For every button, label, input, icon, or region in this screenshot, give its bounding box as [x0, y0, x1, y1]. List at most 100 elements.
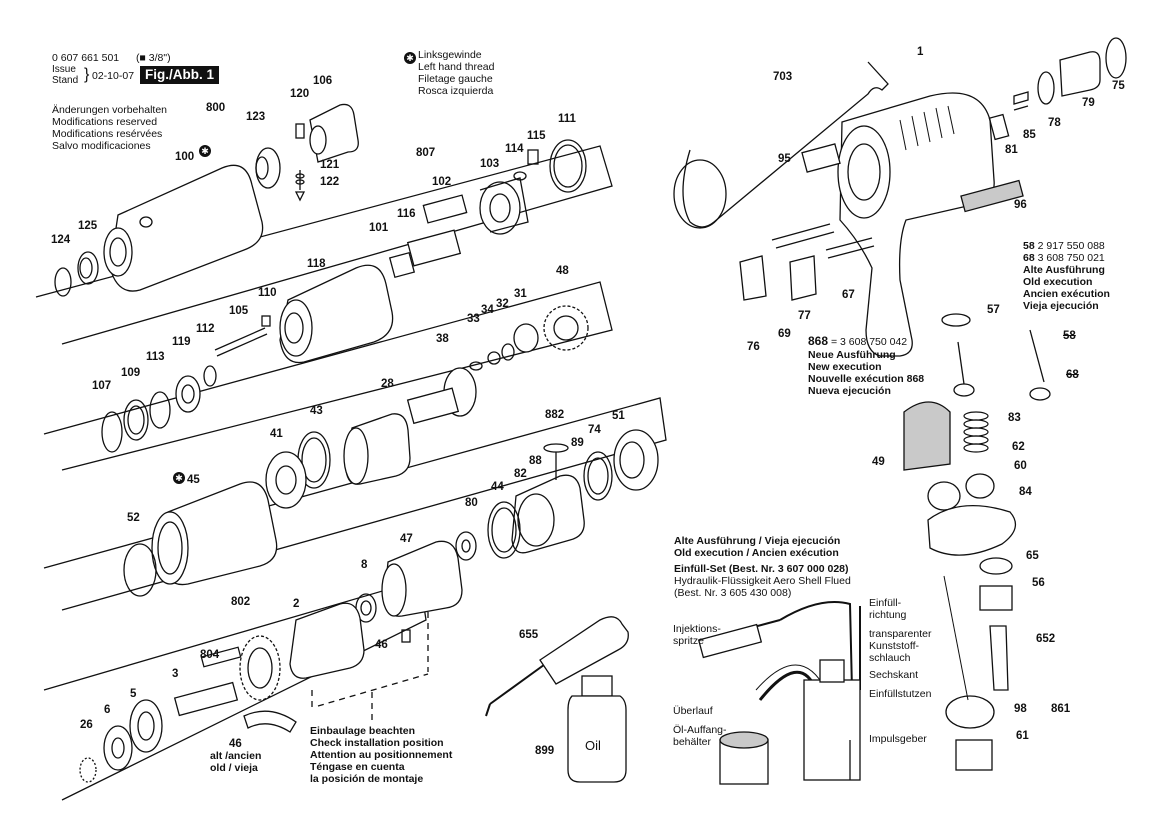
install-line-4: Téngase en cuenta: [310, 761, 405, 773]
part-label: 26: [80, 719, 93, 731]
label-fill-direction: Einfüll- richtung: [869, 597, 907, 621]
part-label: 83: [1008, 412, 1021, 424]
part-label: 118: [307, 258, 326, 270]
part-label-58-crossed: 58: [1063, 330, 1076, 342]
part-label: 101: [369, 222, 389, 234]
part-label: 120: [290, 88, 310, 100]
install-line-2: Check installation position: [310, 737, 444, 749]
fill-heading-1: Alte Ausführung / Vieja ejecución: [674, 535, 841, 547]
part-label: 44: [491, 481, 504, 493]
part-label: 804: [200, 649, 220, 661]
code-58: 2 917 550 088: [1037, 240, 1105, 252]
part-label: 33: [467, 313, 480, 325]
part-label: 2: [293, 598, 300, 610]
lht-line-1: Linksgewinde: [418, 49, 482, 61]
fill-set-line: Einfüll-Set (Best. Nr. 3 607 000 028): [674, 563, 849, 575]
lht-line-2: Left hand thread: [418, 61, 495, 73]
part-label: 89: [571, 437, 584, 449]
part-label: 28: [381, 378, 394, 390]
code-868: = 3 608 750 042: [830, 336, 908, 348]
fill-heading-2: Old execution / Ancien exécution: [674, 547, 839, 559]
part-label: 49: [872, 456, 885, 468]
part-label: 34: [481, 304, 494, 316]
part-label: 111: [558, 113, 576, 125]
old-title-1: Alte Ausführung: [1023, 264, 1105, 276]
part-label: 123: [246, 111, 266, 123]
part-label: 52: [127, 512, 140, 524]
fluid-line-1: Hydraulik-Flüssigkeit Aero Shell Flued: [674, 575, 851, 587]
part-label-46-old: 46: [229, 738, 242, 750]
label-58: 58: [1023, 240, 1035, 252]
part-label: 48: [556, 265, 569, 277]
part-label: 85: [1023, 129, 1036, 141]
new-title-1: Neue Ausführung: [808, 349, 896, 361]
part-label: 51: [612, 410, 625, 422]
part-label: 47: [400, 533, 413, 545]
part-label: 57: [987, 304, 1000, 316]
part-label: 56: [1032, 577, 1045, 589]
fluid-line-2: (Best. Nr. 3 605 430 008): [674, 587, 792, 599]
part-label: 38: [436, 333, 449, 345]
part-label: 41: [270, 428, 283, 440]
part-label: 125: [78, 220, 98, 232]
part-label: 96: [1014, 199, 1027, 211]
star-icon: ✱: [404, 51, 416, 64]
label-overflow: Überlauf: [673, 705, 713, 717]
oil-label: Oil: [585, 738, 601, 753]
part-label: 84: [1019, 486, 1032, 498]
part-label: 119: [172, 336, 191, 348]
mod-line-4: Salvo modificaciones: [52, 140, 151, 152]
old-title-2: Old execution: [1023, 276, 1093, 288]
part-label: 105: [229, 305, 249, 317]
part-label: 112: [196, 323, 215, 335]
drive-size: (■ 3/8"): [136, 52, 171, 64]
part-label: 69: [778, 328, 791, 340]
part-label: 62: [1012, 441, 1025, 453]
part-label: 80: [465, 497, 478, 509]
part-label: 81: [1005, 144, 1018, 156]
part-label: 75: [1112, 80, 1125, 92]
old-title-4: Vieja ejecución: [1023, 300, 1099, 312]
new-title-3: Nouvelle exécution 868: [808, 373, 925, 385]
part-label: 103: [480, 158, 500, 170]
part-label: 88: [529, 455, 542, 467]
mod-line-1: Änderungen vorbehalten: [52, 104, 168, 116]
lht-line-3: Filetage gauche: [418, 73, 493, 85]
part-label: 882: [545, 409, 565, 421]
old-title-3: Ancien exécution: [1023, 288, 1110, 300]
label-oil-container: Öl-Auffang- behälter: [673, 724, 727, 748]
part-label: 121: [320, 159, 340, 171]
part-label: 95: [778, 153, 791, 165]
part-label: 114: [505, 143, 524, 155]
label-syringe: Injektions- spritze: [673, 623, 721, 647]
part-number: 0 607 661 501: [52, 52, 120, 64]
alt-line-1: alt /ancien: [210, 750, 262, 762]
part-label: 703: [773, 71, 793, 83]
part-label: 115: [527, 130, 546, 142]
part-label: 100: [175, 151, 195, 163]
part-label: 652: [1036, 633, 1056, 645]
part-label: 106: [313, 75, 333, 87]
left-hand-thread-note: ✱ Linksgewinde Left hand thread Filetage…: [404, 49, 494, 97]
lht-line-4: Rosca izquierda: [418, 85, 494, 97]
part-label: 113: [146, 351, 165, 363]
new-title-2: New execution: [808, 361, 882, 373]
part-label-68-crossed: 68: [1066, 369, 1079, 381]
figure-label: Fig./Abb. 1: [140, 66, 219, 84]
issue-brace: }: [84, 66, 90, 83]
part-label: 76: [747, 341, 760, 353]
part-label: 3: [172, 668, 179, 680]
part-label: 77: [798, 310, 811, 322]
part-label: 60: [1014, 460, 1027, 472]
part-label: 46: [375, 639, 388, 651]
star-icon: ✱: [199, 145, 211, 157]
install-line-3: Attention au positionnement: [310, 749, 453, 761]
part-label: 32: [496, 298, 509, 310]
part-label: 109: [121, 367, 141, 379]
part-label: 800: [206, 102, 226, 114]
issue-date: 02-10-07: [92, 70, 135, 82]
part-label: 45: [187, 474, 200, 486]
part-label: 5: [130, 688, 137, 700]
band-middle: [43, 281, 613, 471]
